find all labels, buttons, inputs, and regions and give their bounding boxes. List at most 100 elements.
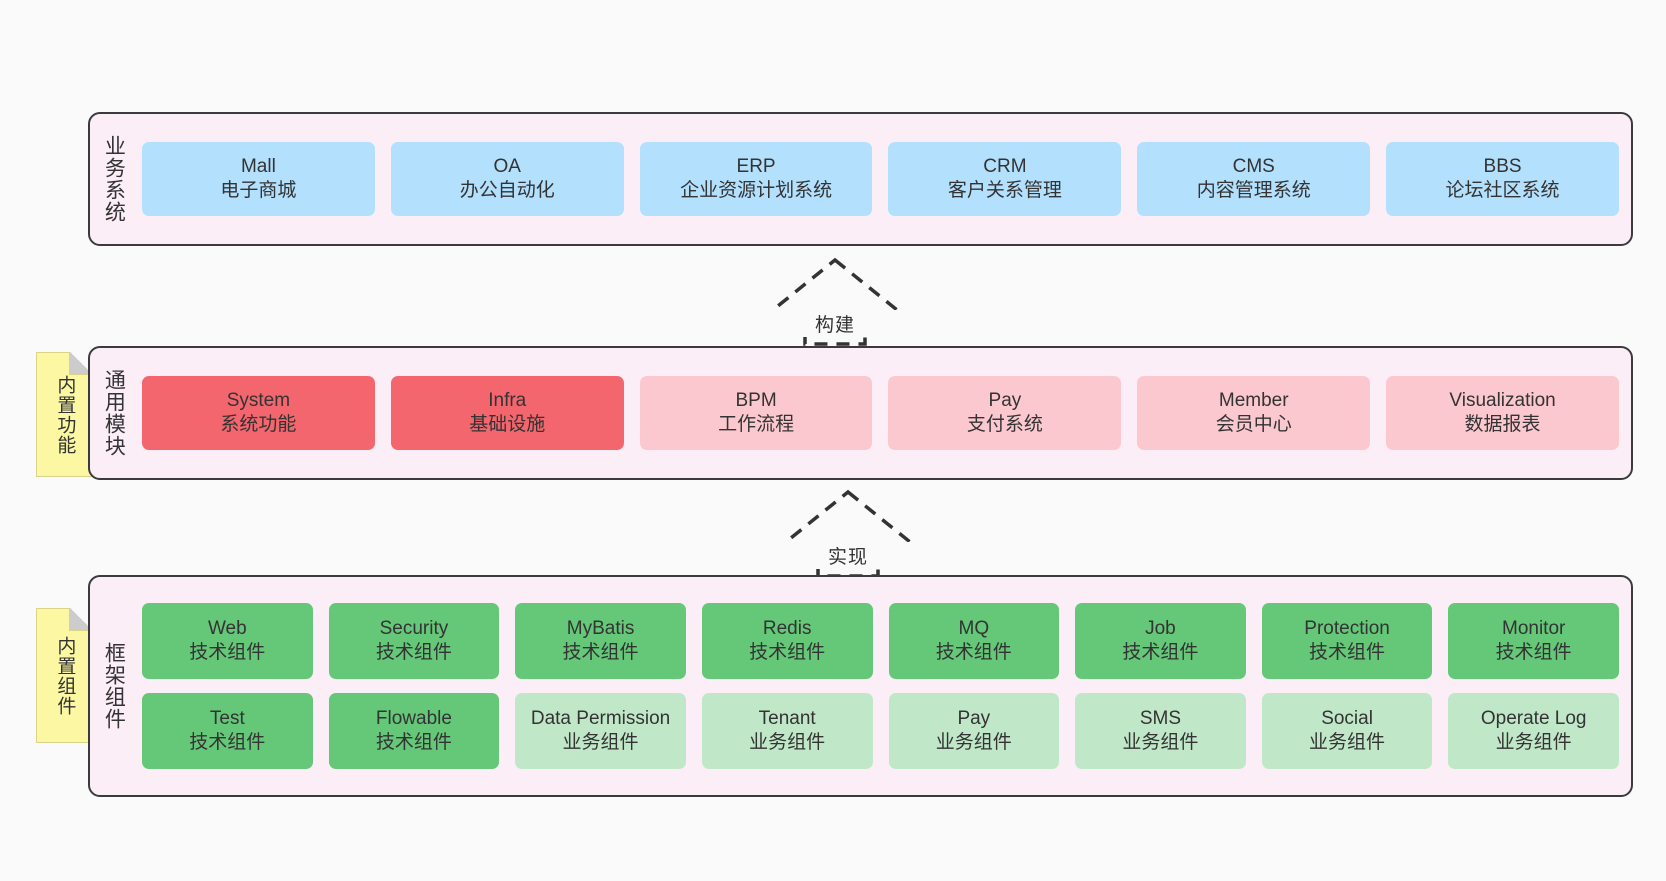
card-social[interactable]: Social 业务组件 (1261, 693, 1433, 769)
card-system[interactable]: System 系统功能 (142, 376, 375, 450)
layer-framework-components: 框架组件 Web 技术组件 Security 技术组件 MyBatis 技术组件… (88, 575, 1633, 797)
card-bpm[interactable]: BPM 工作流程 (639, 376, 873, 450)
card-data-permission-name: Data Permission (530, 707, 671, 729)
card-sms-desc: 业务组件 (1122, 732, 1199, 753)
card-web[interactable]: Web 技术组件 (142, 603, 313, 679)
layer-framework-components-body: Web 技术组件 Security 技术组件 MyBatis 技术组件 Redi… (136, 577, 1631, 795)
card-tenant[interactable]: Tenant 业务组件 (701, 693, 873, 769)
business-card-row: Mall 电子商城 OA 办公自动化 ERP 企业资源计划系统 CRM 客户关系… (142, 142, 1619, 216)
card-infra-name: Infra (488, 389, 527, 411)
arrow-build: 构建 (755, 256, 915, 346)
card-data-permission[interactable]: Data Permission 业务组件 (515, 693, 686, 769)
card-pay-module[interactable]: Pay 支付系统 (888, 376, 1122, 450)
card-mall-name: Mall (240, 155, 276, 177)
card-operate-log[interactable]: Operate Log 业务组件 (1448, 693, 1619, 769)
card-tenant-name: Tenant (758, 707, 816, 729)
card-flowable-desc: 技术组件 (375, 732, 452, 753)
card-security-desc: 技术组件 (375, 642, 452, 663)
framework-card-row-1: Web 技术组件 Security 技术组件 MyBatis 技术组件 Redi… (142, 603, 1619, 679)
card-job-desc: 技术组件 (1122, 642, 1199, 663)
card-mybatis[interactable]: MyBatis 技术组件 (515, 603, 686, 679)
card-redis-desc: 技术组件 (749, 642, 826, 663)
card-protection-name: Protection (1304, 617, 1390, 639)
card-flowable[interactable]: Flowable 技术组件 (328, 693, 500, 769)
card-tenant-desc: 业务组件 (749, 732, 826, 753)
card-protection[interactable]: Protection 技术组件 (1261, 603, 1433, 679)
card-bbs-name: BBS (1483, 155, 1522, 177)
card-visualization-name: Visualization (1449, 389, 1556, 411)
sticky-note-builtin-function: 内置功能 (36, 352, 92, 477)
card-social-desc: 业务组件 (1309, 732, 1386, 753)
card-cms-desc: 内容管理系统 (1196, 180, 1311, 201)
layer-common-modules-body: System 系统功能 Infra 基础设施 BPM 工作流程 Pay 支付系统… (136, 348, 1631, 478)
card-test-desc: 技术组件 (189, 732, 266, 753)
card-protection-desc: 技术组件 (1309, 642, 1386, 663)
card-crm-desc: 客户关系管理 (947, 180, 1062, 201)
sticky-note-builtin-component-label: 内置组件 (54, 635, 76, 716)
card-member[interactable]: Member 会员中心 (1137, 376, 1371, 450)
card-mybatis-desc: 技术组件 (562, 642, 639, 663)
layer-business-systems-body: Mall 电子商城 OA 办公自动化 ERP 企业资源计划系统 CRM 客户关系… (136, 114, 1631, 244)
card-pay-component[interactable]: Pay 业务组件 (888, 693, 1060, 769)
arrow-build-outline (758, 257, 912, 346)
card-bpm-desc: 工作流程 (718, 414, 795, 435)
card-infra[interactable]: Infra 基础设施 (390, 376, 624, 450)
sticky-note-builtin-component: 内置组件 (36, 608, 92, 743)
layer-common-modules-title: 通用模块 (102, 369, 126, 457)
card-operate-log-name: Operate Log (1480, 707, 1587, 729)
card-monitor[interactable]: Monitor 技术组件 (1448, 603, 1619, 679)
card-visualization[interactable]: Visualization 数据报表 (1386, 376, 1619, 450)
card-visualization-desc: 数据报表 (1464, 414, 1541, 435)
card-test-name: Test (209, 707, 245, 729)
card-bpm-name: BPM (735, 389, 777, 411)
card-bbs[interactable]: BBS 论坛社区系统 (1386, 142, 1619, 216)
card-operate-log-desc: 业务组件 (1495, 732, 1572, 753)
card-crm-name: CRM (983, 155, 1027, 177)
card-mq[interactable]: MQ 技术组件 (888, 603, 1060, 679)
sticky-note-builtin-function-label: 内置功能 (54, 374, 76, 455)
layer-common-modules: 通用模块 System 系统功能 Infra 基础设施 BPM 工作流程 Pay… (88, 346, 1633, 480)
card-flowable-name: Flowable (375, 707, 452, 729)
card-member-desc: 会员中心 (1215, 414, 1292, 435)
card-pay-module-desc: 支付系统 (966, 414, 1043, 435)
layer-business-systems: 业务系统 Mall 电子商城 OA 办公自动化 ERP 企业资源计划系统 CRM… (88, 112, 1633, 246)
card-oa[interactable]: OA 办公自动化 (390, 142, 624, 216)
card-data-permission-desc: 业务组件 (562, 732, 639, 753)
card-oa-desc: 办公自动化 (459, 180, 555, 201)
card-pay-module-name: Pay (988, 389, 1022, 411)
arrow-implement: 实现 (768, 488, 928, 578)
card-pay-component-name: Pay (957, 707, 991, 729)
common-card-row: System 系统功能 Infra 基础设施 BPM 工作流程 Pay 支付系统… (142, 376, 1619, 450)
card-oa-name: OA (493, 155, 521, 177)
card-mall[interactable]: Mall 电子商城 (142, 142, 375, 216)
card-job[interactable]: Job 技术组件 (1075, 603, 1246, 679)
card-web-name: Web (207, 617, 247, 639)
card-sms-name: SMS (1139, 707, 1182, 729)
card-cms-name: CMS (1232, 155, 1275, 177)
card-member-name: Member (1218, 389, 1289, 411)
card-monitor-name: Monitor (1502, 617, 1566, 639)
card-security[interactable]: Security 技术组件 (328, 603, 500, 679)
card-test[interactable]: Test 技术组件 (142, 693, 313, 769)
card-erp-desc: 企业资源计划系统 (680, 180, 833, 201)
card-crm[interactable]: CRM 客户关系管理 (888, 142, 1122, 216)
card-mybatis-name: MyBatis (566, 617, 635, 639)
card-monitor-desc: 技术组件 (1495, 642, 1572, 663)
card-sms[interactable]: SMS 业务组件 (1075, 693, 1246, 769)
card-cms[interactable]: CMS 内容管理系统 (1137, 142, 1371, 216)
card-redis[interactable]: Redis 技术组件 (701, 603, 873, 679)
card-job-name: Job (1145, 617, 1176, 639)
card-mq-desc: 技术组件 (935, 642, 1012, 663)
card-erp[interactable]: ERP 企业资源计划系统 (639, 142, 873, 216)
card-mq-name: MQ (958, 617, 990, 639)
card-web-desc: 技术组件 (189, 642, 266, 663)
card-erp-name: ERP (736, 155, 776, 177)
card-bbs-desc: 论坛社区系统 (1445, 180, 1560, 201)
card-social-name: Social (1321, 707, 1373, 729)
card-infra-desc: 基础设施 (469, 414, 546, 435)
card-redis-name: Redis (762, 617, 812, 639)
card-security-name: Security (379, 617, 449, 639)
arrow-implement-outline (771, 489, 925, 578)
framework-card-row-2: Test 技术组件 Flowable 技术组件 Data Permission … (142, 693, 1619, 769)
